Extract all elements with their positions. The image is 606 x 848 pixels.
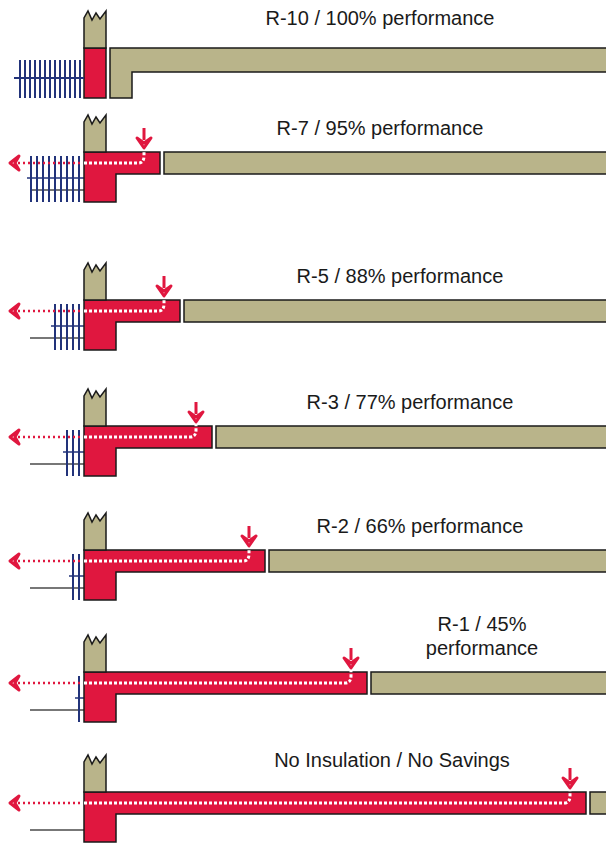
insulation-board — [36, 156, 38, 202]
heat-loss-line — [18, 682, 82, 685]
wall-stub — [84, 389, 106, 426]
insulation-board — [60, 156, 62, 202]
insulation-board — [30, 156, 32, 202]
heat-loss-arrow — [10, 430, 19, 444]
wall-stub — [84, 635, 106, 672]
insulation-edge — [27, 177, 84, 179]
insulation-board — [34, 60, 36, 98]
insulation-board — [74, 60, 76, 98]
insulation-board — [59, 60, 61, 98]
heat-loss-line — [18, 436, 82, 439]
ground-line — [30, 587, 84, 589]
performance-label: R-10 / 100% performance — [265, 6, 494, 30]
insulation-edge — [69, 575, 84, 577]
insulation-board — [29, 60, 31, 98]
performance-label: No Insulation / No Savings — [274, 748, 510, 772]
foundation — [84, 48, 106, 98]
heat-loss-zone — [84, 792, 586, 842]
slab — [269, 550, 606, 572]
heat-loss-arrow — [10, 554, 19, 568]
heat-path — [84, 668, 351, 683]
performance-label: R-3 / 77% performance — [307, 390, 514, 414]
slab — [371, 672, 606, 694]
wall-stub — [84, 115, 106, 152]
heat-in-stem — [569, 768, 572, 780]
slab — [110, 48, 606, 98]
heat-path — [84, 546, 249, 561]
heat-in-stem — [248, 526, 251, 538]
heat-loss-arrow — [10, 796, 19, 810]
heat-loss-zone — [84, 152, 160, 202]
ground-line — [30, 463, 84, 465]
heat-loss-zone — [84, 672, 367, 722]
insulation-board — [66, 430, 68, 476]
heat-loss-arrow — [10, 676, 19, 690]
heat-in-stem — [350, 648, 353, 660]
heat-in-arrow — [137, 138, 151, 148]
heat-in-stem — [195, 402, 198, 414]
performance-label: R-5 / 88% performance — [297, 264, 504, 288]
heat-in-stem — [163, 276, 166, 288]
insulation-board — [66, 156, 68, 202]
insulation-edge — [63, 451, 84, 453]
heat-loss-zone — [84, 426, 212, 476]
performance-label: R-1 / 45% performance — [397, 612, 567, 660]
heat-in-arrow — [189, 412, 203, 422]
insulation-board — [66, 304, 68, 350]
heat-path — [84, 788, 570, 803]
heat-loss-line — [18, 560, 82, 563]
wall-stub — [84, 513, 106, 550]
slab-row — [14, 48, 606, 98]
heat-loss-arrow — [10, 304, 19, 318]
wall-stub — [84, 11, 106, 48]
insulation-board — [69, 60, 71, 98]
insulation-board — [49, 60, 51, 98]
insulation-edge — [51, 325, 84, 327]
wall-stub — [84, 755, 106, 792]
ground-line — [30, 829, 84, 831]
heat-in-arrow — [563, 778, 577, 788]
heat-loss-zone — [84, 300, 180, 350]
performance-label: R-2 / 66% performance — [317, 514, 524, 538]
heat-loss-line — [18, 802, 82, 805]
heat-in-arrow — [344, 658, 358, 668]
ground-line — [30, 337, 84, 339]
insulation-board — [60, 304, 62, 350]
insulation-edge — [75, 697, 84, 699]
insulation-board — [79, 60, 81, 98]
heat-loss-arrow — [10, 156, 19, 170]
wall-stub — [84, 263, 106, 300]
ground-line — [30, 189, 84, 191]
insulation-board — [39, 60, 41, 98]
heat-in-arrow — [242, 536, 256, 546]
slab — [590, 792, 606, 814]
insulation-board — [44, 60, 46, 98]
slab — [164, 152, 606, 174]
slab — [184, 300, 606, 322]
heat-loss-zone — [84, 550, 265, 600]
insulation-board — [64, 60, 66, 98]
performance-label: R-7 / 95% performance — [277, 116, 484, 140]
heat-loss-line — [18, 162, 82, 165]
ground-line — [30, 709, 84, 711]
insulation-board — [19, 60, 21, 98]
insulation-board — [54, 60, 56, 98]
heat-loss-line — [18, 310, 82, 313]
heat-in-arrow — [157, 286, 171, 296]
heat-in-stem — [143, 128, 146, 140]
insulation-board — [24, 60, 26, 98]
slab — [216, 426, 606, 448]
